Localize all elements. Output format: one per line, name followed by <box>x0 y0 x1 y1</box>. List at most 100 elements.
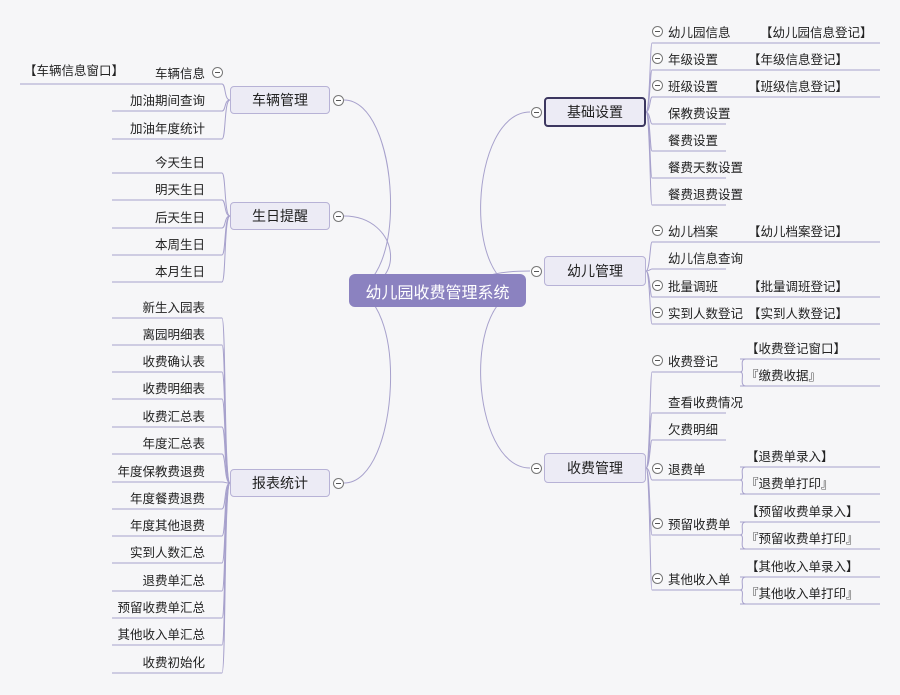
root-node[interactable]: 幼儿园收费管理系统 <box>349 274 526 307</box>
child-collapse-toggle[interactable] <box>530 265 542 277</box>
branch-child[interactable]: 幼儿管理 <box>544 256 646 286</box>
child-item-2-sub-0[interactable]: 【批量调班登记】 <box>748 278 849 294</box>
connector <box>221 453 231 484</box>
child-item-1[interactable]: 幼儿信息查询 <box>668 250 744 266</box>
child-item-0-collapse-toggle[interactable] <box>651 224 663 236</box>
report-item-13[interactable]: 收费初始化 <box>142 654 205 670</box>
fee-item-3-sub-0[interactable]: 【退费单录入】 <box>746 448 834 464</box>
basic-item-1-sub-0[interactable]: 【年级信息登记】 <box>748 51 849 67</box>
birthday-item-4[interactable]: 本月生日 <box>154 263 205 279</box>
child-item-0-sub-0[interactable]: 【幼儿档案登记】 <box>748 223 849 239</box>
branch-fee[interactable]: 收费管理 <box>544 453 646 483</box>
vehicle-item-0-collapse-toggle[interactable] <box>211 66 223 78</box>
connector <box>645 412 653 469</box>
basic-item-3[interactable]: 保教费设置 <box>668 105 731 121</box>
fee-item-5-sub-1[interactable]: 『其他收入单打印』 <box>746 585 859 601</box>
connector <box>645 467 653 536</box>
fee-item-3-sub-1[interactable]: 『退费单打印』 <box>746 475 834 491</box>
fee-item-4[interactable]: 预留收费单 <box>668 516 731 532</box>
report-item-6[interactable]: 年度保教费退费 <box>117 463 205 479</box>
report-item-4[interactable]: 收费汇总表 <box>142 408 205 424</box>
child-item-2[interactable]: 批量调班 <box>668 278 719 294</box>
connector <box>645 241 653 272</box>
connector <box>739 521 747 536</box>
child-item-3[interactable]: 实到人数登记 <box>668 305 744 321</box>
vehicle-item-0[interactable]: 车辆信息 <box>154 65 205 81</box>
connector <box>221 215 231 283</box>
basic-item-0-sub-0[interactable]: 【幼儿园信息登记】 <box>760 24 873 40</box>
connector <box>739 371 747 387</box>
fee-item-2[interactable]: 欠费明细 <box>668 421 719 437</box>
basic-item-1[interactable]: 年级设置 <box>668 51 719 67</box>
basic-item-0[interactable]: 幼儿园信息 <box>668 24 731 40</box>
connector <box>739 479 747 495</box>
report-item-5[interactable]: 年度汇总表 <box>142 435 205 451</box>
connector <box>221 83 231 101</box>
report-item-10[interactable]: 退费单汇总 <box>142 572 205 588</box>
branch-birthday[interactable]: 生日提醒 <box>230 202 330 230</box>
fee-item-5-sub-0[interactable]: 【其他收入单录入】 <box>746 558 859 574</box>
connector <box>739 534 747 550</box>
report-item-1[interactable]: 离园明细表 <box>142 326 205 342</box>
report-item-8[interactable]: 年度其他退费 <box>129 517 205 533</box>
connector <box>645 268 653 272</box>
child-item-3-sub-0[interactable]: 【实到人数登记】 <box>748 305 849 321</box>
fee-collapse-toggle[interactable] <box>530 462 542 474</box>
fee-item-4-sub-1[interactable]: 『预留收费单打印』 <box>746 530 859 546</box>
fee-item-0-collapse-toggle[interactable] <box>651 354 663 366</box>
connector <box>221 482 231 674</box>
connector <box>645 111 653 206</box>
vehicle-item-2[interactable]: 加油年度统计 <box>129 120 205 136</box>
report-item-11[interactable]: 预留收费单汇总 <box>117 599 205 615</box>
basic-item-4[interactable]: 餐费设置 <box>668 132 719 148</box>
fee-item-0-sub-1[interactable]: 『缴费收据』 <box>746 367 822 383</box>
fee-item-5-collapse-toggle[interactable] <box>651 572 663 584</box>
branch-basic[interactable]: 基础设置 <box>544 97 646 127</box>
fee-item-5[interactable]: 其他收入单 <box>668 571 731 587</box>
fee-item-0-sub-0[interactable]: 【收费登记窗口】 <box>746 340 847 356</box>
connector <box>739 358 747 373</box>
fee-item-3-collapse-toggle[interactable] <box>651 462 663 474</box>
basic-item-2-sub-0[interactable]: 【班级信息登记】 <box>748 78 849 94</box>
connector <box>645 270 653 325</box>
basic-item-2-collapse-toggle[interactable] <box>651 79 663 91</box>
report-item-0[interactable]: 新生入园表 <box>142 299 205 315</box>
fee-item-0[interactable]: 收费登记 <box>668 353 719 369</box>
branch-report[interactable]: 报表统计 <box>230 469 330 497</box>
report-item-7[interactable]: 年度餐费退费 <box>129 490 205 506</box>
child-item-3-collapse-toggle[interactable] <box>651 306 663 318</box>
branch-vehicle[interactable]: 车辆管理 <box>230 86 330 114</box>
fee-item-4-sub-0[interactable]: 【预留收费单录入】 <box>746 503 859 519</box>
basic-item-6[interactable]: 餐费退费设置 <box>668 186 744 202</box>
birthday-item-2[interactable]: 后天生日 <box>154 209 205 225</box>
basic-collapse-toggle[interactable] <box>530 106 542 118</box>
connector <box>221 99 231 140</box>
basic-item-5[interactable]: 餐费天数设置 <box>668 159 744 175</box>
fee-item-1[interactable]: 查看收费情况 <box>668 394 744 410</box>
fee-item-3[interactable]: 退费单 <box>668 461 706 477</box>
vehicle-collapse-toggle[interactable] <box>332 94 344 106</box>
child-item-0[interactable]: 幼儿档案 <box>668 223 719 239</box>
report-collapse-toggle[interactable] <box>332 477 344 489</box>
report-item-2[interactable]: 收费确认表 <box>142 353 205 369</box>
vehicle-item-1[interactable]: 加油期间查询 <box>129 92 205 108</box>
connector <box>645 69 653 113</box>
basic-item-2[interactable]: 班级设置 <box>668 78 719 94</box>
basic-item-1-collapse-toggle[interactable] <box>651 52 663 64</box>
report-item-3[interactable]: 收费明细表 <box>142 380 205 396</box>
birthday-item-1[interactable]: 明天生日 <box>154 181 205 197</box>
connector <box>645 439 653 469</box>
report-item-9[interactable]: 实到人数汇总 <box>129 544 205 560</box>
birthday-collapse-toggle[interactable] <box>332 210 344 222</box>
connector <box>645 467 653 591</box>
birthday-item-0[interactable]: 今天生日 <box>154 154 205 170</box>
report-item-12[interactable]: 其他收入单汇总 <box>117 626 205 642</box>
fee-item-4-collapse-toggle[interactable] <box>651 517 663 529</box>
vehicle-item-0-sub-0[interactable]: 【车辆信息窗口】 <box>24 62 125 78</box>
basic-item-0-collapse-toggle[interactable] <box>651 25 663 37</box>
birthday-item-3[interactable]: 本周生日 <box>154 236 205 252</box>
connector <box>343 99 391 291</box>
child-item-2-collapse-toggle[interactable] <box>651 279 663 291</box>
